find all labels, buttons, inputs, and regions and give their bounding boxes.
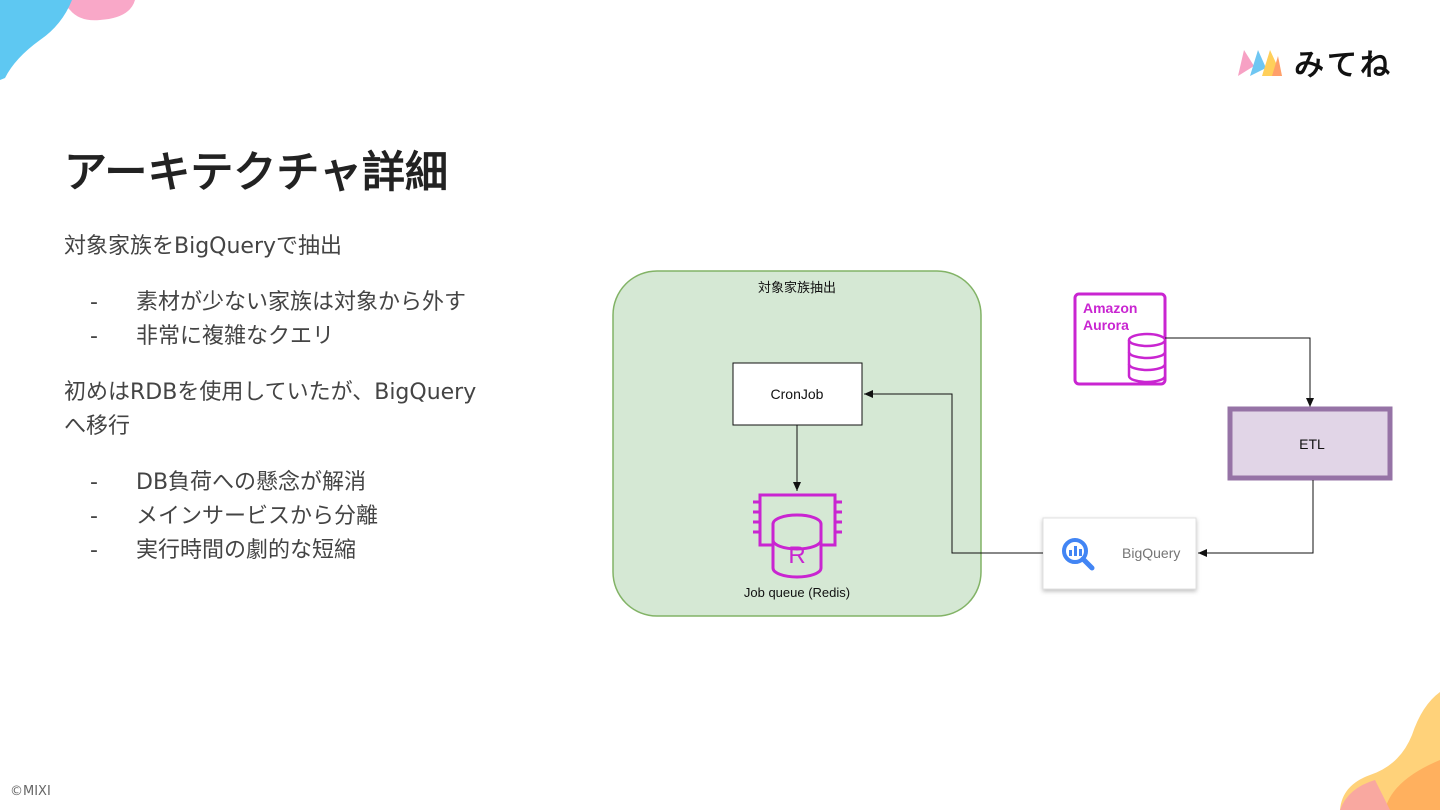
cronjob-label: CronJob [771,386,824,402]
etl-label: ETL [1299,436,1325,452]
cronjob-box [732,362,863,426]
slide-body: 対象家族をBigQueryで抽出 -素材が少ない家族は対象から外す -非常に複雑… [64,230,494,590]
bullet-list-2: -DB負荷への懸念が解消 -メインサービスから分離 -実行時間の劇的な短縮 [64,466,494,568]
group-label: 対象家族抽出 [758,280,836,295]
copyright: ©MIXI [10,784,51,799]
redis-icon [753,493,842,579]
list-item: -DB負荷への懸念が解消 [90,470,367,495]
list-item: -非常に複雑なクエリ [90,324,335,349]
bullet-list-1: -素材が少ない家族は対象から外す -非常に複雑なクエリ [64,286,494,354]
migration-text: 初めはRDBを使用していたが、BigQueryへ移行 [64,380,477,439]
brand-logo: みてね [1236,40,1393,84]
mitene-logo-icon [1238,50,1282,76]
etl-to-bigquery-arrow [1198,480,1314,557]
bigquery-to-cronjob-arrow [864,390,1043,554]
bigquery-label: BigQuery [1122,545,1180,561]
aurora-to-etl-arrow [1165,337,1314,407]
intro-text: 対象家族をBigQueryで抽出 [64,234,343,259]
aurora-label-line1: Amazon [1083,300,1137,316]
brand-name: みてね [1294,48,1393,83]
etl-box [1227,406,1393,481]
list-item: -素材が少ない家族は対象から外す [90,290,467,315]
page-title: アーキテクチャ詳細 [64,148,448,198]
redis-letter: R [788,542,805,569]
list-item: -実行時間の劇的な短縮 [90,538,357,563]
aurora-database-icon [1127,332,1167,384]
list-item: -メインサービスから分離 [90,504,379,529]
bigquery-card [1042,517,1197,590]
bottom-right-decoration [1340,692,1440,810]
bigquery-icon [1062,538,1095,571]
redis-label: Job queue (Redis) [744,585,850,600]
aurora-label-line2: Aurora [1083,317,1129,333]
top-left-decoration [0,0,135,80]
